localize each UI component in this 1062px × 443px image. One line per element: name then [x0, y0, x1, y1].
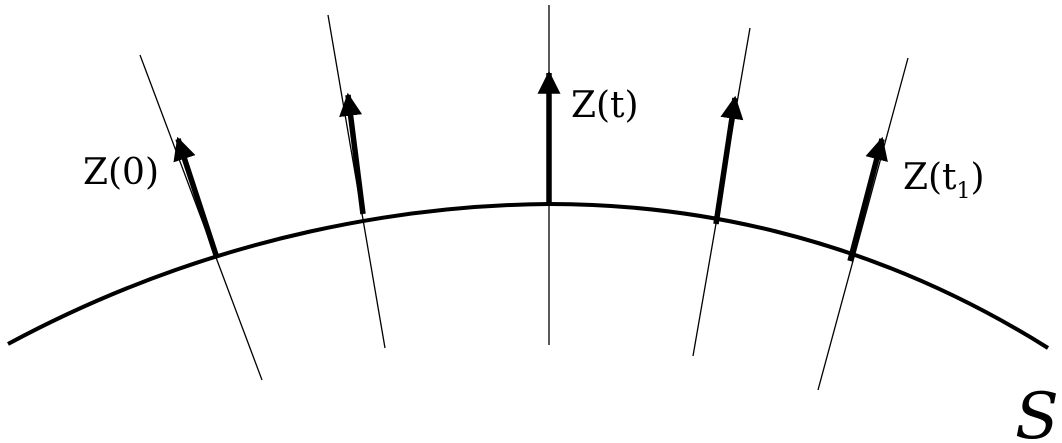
label-z0: Z(0)	[83, 152, 159, 193]
surface-label-s: S	[1015, 380, 1059, 443]
vector-arrow-zt1	[847, 136, 888, 262]
vector-arrow-4	[713, 95, 744, 225]
label-zt1-close: )	[971, 157, 985, 198]
label-zt: Z(t)	[571, 85, 639, 126]
label-zt1-subscript: 1	[957, 179, 971, 204]
surface-curve	[7, 201, 1050, 350]
vector-arrow-2	[339, 92, 366, 215]
normal-line-5	[817, 57, 909, 391]
label-zt1: Z(t1)	[903, 157, 985, 204]
vector-arrow-z0	[173, 136, 219, 256]
label-zt1-main: Z(t	[903, 157, 957, 198]
